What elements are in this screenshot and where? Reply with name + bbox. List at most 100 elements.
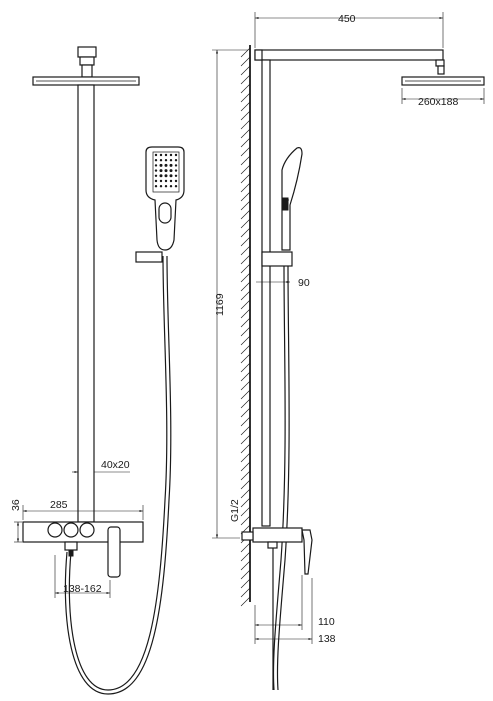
wall-hatch-line xyxy=(240,398,251,409)
ceiling-mount xyxy=(77,46,97,58)
nozzle-dot xyxy=(159,153,163,157)
slider-holder-side xyxy=(261,251,293,267)
wall-hatch-line xyxy=(240,164,251,175)
wall-hatching xyxy=(240,47,251,607)
nozzle-dot xyxy=(169,163,173,167)
nozzle-dot xyxy=(169,159,173,162)
hand-shower-side-button xyxy=(282,197,289,211)
mixer-side-inlet xyxy=(267,541,278,549)
wall-hatch-line xyxy=(240,101,251,112)
mixer-side-wall-connector xyxy=(241,531,254,541)
nozzle-dot xyxy=(154,164,158,167)
wall-hatch-line xyxy=(240,461,251,472)
wall-hatch-line xyxy=(240,191,251,202)
nozzle-dot xyxy=(169,153,173,157)
wall-hatch-line xyxy=(240,236,251,247)
wall-hatch-line xyxy=(240,443,251,454)
wall-hatch-line xyxy=(240,506,251,517)
shower-arm xyxy=(254,49,444,61)
wall-hatch-line xyxy=(240,299,251,310)
wall-hatch-line xyxy=(240,587,251,598)
wall-hatch-line xyxy=(240,263,251,274)
label-mixer-width: 285 xyxy=(50,499,68,511)
label-arm-length: 450 xyxy=(338,13,356,25)
wall-hatch-line xyxy=(240,137,251,148)
label-depth-outer: 138 xyxy=(318,633,336,645)
mixer-knob-center xyxy=(63,522,79,538)
wall-hatch-line xyxy=(240,308,251,319)
wall-hatch-line xyxy=(240,407,251,418)
front-view: 40x20 285 36 138-162 xyxy=(10,46,185,695)
nozzle-dot xyxy=(164,159,168,162)
nozzle-dot xyxy=(174,169,178,172)
nozzle-dot xyxy=(174,164,178,167)
wall-hatch-line xyxy=(240,389,251,400)
wall-hatch-line xyxy=(240,155,251,166)
nozzle-dot xyxy=(174,179,178,183)
wall-hatch-line xyxy=(240,182,251,193)
wall-hatch-line xyxy=(240,245,251,256)
wall-hatch-line xyxy=(240,425,251,436)
nozzle-dot xyxy=(164,163,168,167)
nozzle-dot xyxy=(154,174,158,177)
nozzle-dot xyxy=(169,185,173,188)
wall-hatch-line xyxy=(240,488,251,499)
wall-hatch-line xyxy=(240,596,251,607)
vertical-pipe xyxy=(77,84,95,523)
wall-hatch-line xyxy=(240,317,251,328)
mixer-side-body xyxy=(252,527,303,543)
wall-hatch-line xyxy=(240,254,251,265)
nozzle-dot xyxy=(164,153,168,157)
wall-hatch-line xyxy=(240,479,251,490)
ceiling-mount-neck xyxy=(79,56,95,66)
hand-shower-side xyxy=(281,147,303,251)
nozzle-dot xyxy=(174,159,178,162)
label-pipe-section: 40x20 xyxy=(101,459,130,471)
label-total-height: 1169 xyxy=(214,293,226,316)
shower-hose xyxy=(68,255,168,691)
wall-hatch-line xyxy=(240,416,251,427)
hand-shower-nozzles xyxy=(154,153,178,188)
nozzle-dot xyxy=(159,174,163,178)
mixer-knob-left xyxy=(47,522,63,538)
nozzle-dot xyxy=(154,159,158,162)
wall-hatch-line xyxy=(240,290,251,301)
nozzle-dot xyxy=(159,163,163,167)
wall-hatch-line xyxy=(240,56,251,67)
wall-hatch-line xyxy=(240,227,251,238)
wall-hatch-line xyxy=(240,560,251,571)
wall-hatch-line xyxy=(240,119,251,130)
label-depth-inner: 110 xyxy=(318,616,335,628)
hand-shower-body xyxy=(145,146,185,251)
nozzle-dot xyxy=(154,185,158,188)
nozzle-dot xyxy=(169,169,173,173)
wall-hatch-line xyxy=(240,281,251,292)
head-connector xyxy=(81,64,93,78)
label-head-size: 260x188 xyxy=(418,96,458,108)
wall-hatch-line xyxy=(240,569,251,580)
water-inlet-left xyxy=(64,541,78,551)
wall-hatch-line xyxy=(240,452,251,463)
nozzle-dot xyxy=(174,153,178,157)
wall-hatch-line xyxy=(240,326,251,337)
nozzle-dot xyxy=(169,174,173,178)
nozzle-dot xyxy=(159,185,163,188)
wall-hatch-line xyxy=(240,218,251,229)
wall-hatch-line xyxy=(240,110,251,121)
nozzle-dot xyxy=(164,185,168,188)
wall-hatch-line xyxy=(240,353,251,364)
label-thread: G1/2 xyxy=(229,499,241,522)
label-slider-offset: 90 xyxy=(298,277,310,289)
wall-hatch-line xyxy=(240,92,251,103)
wall-hatch-line xyxy=(240,272,251,283)
wall-hatch-line xyxy=(240,362,251,373)
label-inlet-spacing: 138-162 xyxy=(63,583,102,595)
wall-hatch-line xyxy=(240,65,251,76)
wall-hatch-line xyxy=(240,344,251,355)
shower-hose-outer xyxy=(64,255,172,695)
nozzle-dot xyxy=(164,169,168,173)
nozzle-dot xyxy=(174,185,178,188)
wall-hatch-line xyxy=(240,335,251,346)
wall-hatch-line xyxy=(240,470,251,481)
hand-shower-holder xyxy=(135,251,163,263)
